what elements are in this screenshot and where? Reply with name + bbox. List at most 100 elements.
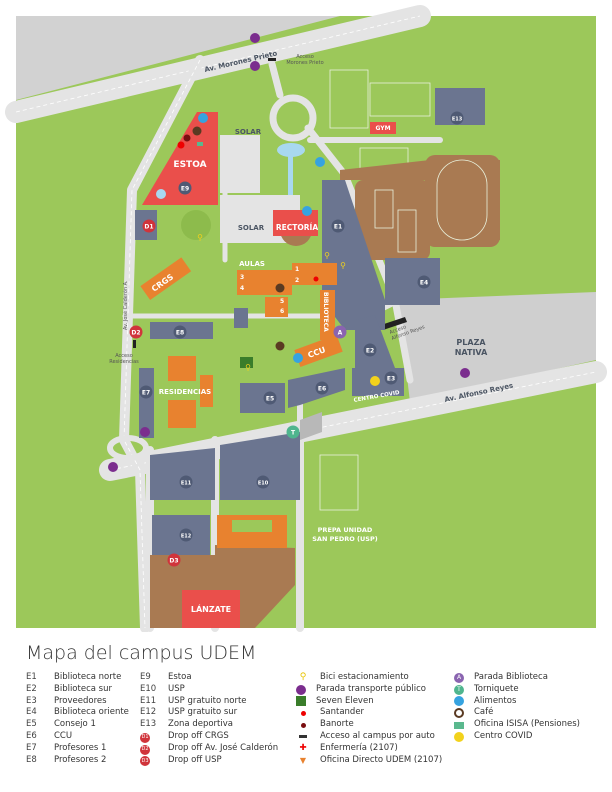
- banorte-icon: [296, 720, 310, 730]
- legend-label: Banorte: [320, 719, 354, 730]
- marker-e12[interactable]: E12: [179, 528, 193, 542]
- food-icon: [454, 696, 464, 707]
- seven-eleven-icon: [240, 357, 253, 368]
- legend-label: Profesores 1: [54, 742, 107, 753]
- legend-label: Drop off USP: [168, 754, 222, 765]
- bike-icon: ⚲: [299, 672, 307, 682]
- santander-icon[interactable]: [177, 141, 185, 149]
- marker-e2[interactable]: E2: [363, 343, 377, 357]
- food-icon[interactable]: [293, 353, 303, 363]
- marker-label: D3: [169, 557, 178, 564]
- marker-e7[interactable]: E7: [139, 385, 153, 399]
- marker-label: A: [338, 329, 343, 336]
- bus-stop-icon: [296, 684, 306, 695]
- food-icon[interactable]: [302, 206, 312, 216]
- legend-code: E7: [26, 742, 37, 753]
- marker-e5[interactable]: E5: [263, 391, 277, 405]
- marker-e11[interactable]: E11: [179, 475, 193, 489]
- bus-stop-icon[interactable]: [250, 33, 260, 43]
- legend-item: Seven Eleven: [296, 696, 442, 708]
- drop-off-pin-icon: D3: [140, 756, 150, 767]
- bike-icon: ⚲: [340, 261, 346, 270]
- legend-item: E5 Consejo 1: [26, 719, 129, 731]
- marker-e6[interactable]: E6: [315, 381, 329, 395]
- marker-e9[interactable]: E9: [178, 181, 192, 195]
- aula-6-label: 6: [280, 308, 284, 315]
- bus-stop-icon[interactable]: [140, 427, 150, 437]
- legend-item: ⚲Bici estacionamiento: [296, 672, 442, 684]
- bike-icon: ⚲: [245, 363, 251, 372]
- bus-stop-icon[interactable]: [460, 368, 470, 378]
- rectoria-label: RECTORÍA: [276, 223, 318, 232]
- nursing-cross-icon[interactable]: [313, 276, 319, 282]
- legend-item: Centro COVID: [454, 731, 580, 743]
- ccu: [294, 334, 343, 367]
- drop-off-pin-icon: D2: [140, 744, 150, 755]
- car-access-icon: [296, 732, 310, 742]
- drop-off-pin-icon: D1: [140, 732, 150, 743]
- sports-fields: [319, 69, 500, 511]
- residencias-label: RESIDENCIAS: [159, 388, 211, 396]
- legend-label: Centro COVID: [474, 730, 533, 741]
- access-residencias: Residencias: [109, 359, 139, 365]
- legend-item: Café: [454, 707, 580, 719]
- bike-icon: ⚲: [324, 251, 330, 260]
- turnstile-icon: T: [454, 684, 464, 695]
- access-morones: Morones Prieto: [286, 60, 323, 66]
- legend-item: E10 USP: [140, 684, 278, 696]
- rectoria: [273, 210, 318, 236]
- biblioteca: [320, 290, 335, 340]
- marker-d1[interactable]: D1: [142, 219, 156, 233]
- legend-label: Alimentos: [474, 695, 517, 706]
- estoa-label: ESTOA: [173, 160, 206, 170]
- legend-item: Parada transporte público: [296, 684, 442, 696]
- legend-label: USP gratuito sur: [168, 707, 238, 718]
- cafe-icon[interactable]: [275, 341, 285, 351]
- isisa-office-icon: [197, 142, 203, 146]
- prepa-usp-label: PREPA UNIDAD: [318, 526, 373, 534]
- marker-d3[interactable]: D3: [167, 553, 181, 567]
- marker-e4[interactable]: E4: [417, 275, 431, 289]
- legend-code: E5: [26, 719, 37, 730]
- food-icon[interactable]: [198, 113, 208, 123]
- legend-label: Consejo 1: [54, 719, 96, 730]
- marker-e8[interactable]: E8: [173, 325, 187, 339]
- marker-label: D1: [144, 223, 153, 230]
- aula-1-label: 1: [295, 266, 299, 273]
- marker-e10[interactable]: E10: [256, 475, 270, 489]
- plaza-nativa-label: PLAZA: [456, 338, 486, 347]
- biblioteca-label: BIBLIOTECA: [322, 292, 329, 332]
- marker-e13[interactable]: E13: [450, 111, 464, 125]
- legend-code: E8: [26, 754, 37, 765]
- legend-item: E7 Profesores 1: [26, 743, 129, 755]
- legend-label: Acceso al campus por auto: [320, 730, 435, 741]
- covid-center-icon[interactable]: [370, 376, 380, 386]
- aulas-label: AULAS: [239, 260, 265, 268]
- marker-t[interactable]: T: [286, 425, 300, 439]
- legend-label: Oficina Directo UDEM (2107): [320, 754, 443, 765]
- banorte-icon[interactable]: [183, 134, 191, 142]
- marker-e3[interactable]: E3: [384, 371, 398, 385]
- marker-a[interactable]: A: [333, 325, 347, 339]
- marker-label: E6: [318, 385, 326, 392]
- cafe-icon[interactable]: [275, 283, 285, 293]
- marker-e1[interactable]: E1: [331, 219, 345, 233]
- map-title: Mapa del campus UDEM: [26, 642, 257, 664]
- gym: [370, 122, 396, 134]
- legend-code: E6: [26, 730, 37, 741]
- legend-code: E10: [140, 683, 157, 694]
- cafe-icon[interactable]: [192, 126, 202, 136]
- campus-map: PLAZA NATIVA Av. Morones Prieto Av. Alfo…: [5, 5, 607, 632]
- marker-d2[interactable]: D2: [129, 325, 143, 339]
- food-icon[interactable]: [315, 157, 325, 167]
- legend-label: USP: [168, 683, 185, 694]
- bus-stop-icon[interactable]: [108, 462, 118, 472]
- bus-stop-icon[interactable]: [250, 61, 260, 71]
